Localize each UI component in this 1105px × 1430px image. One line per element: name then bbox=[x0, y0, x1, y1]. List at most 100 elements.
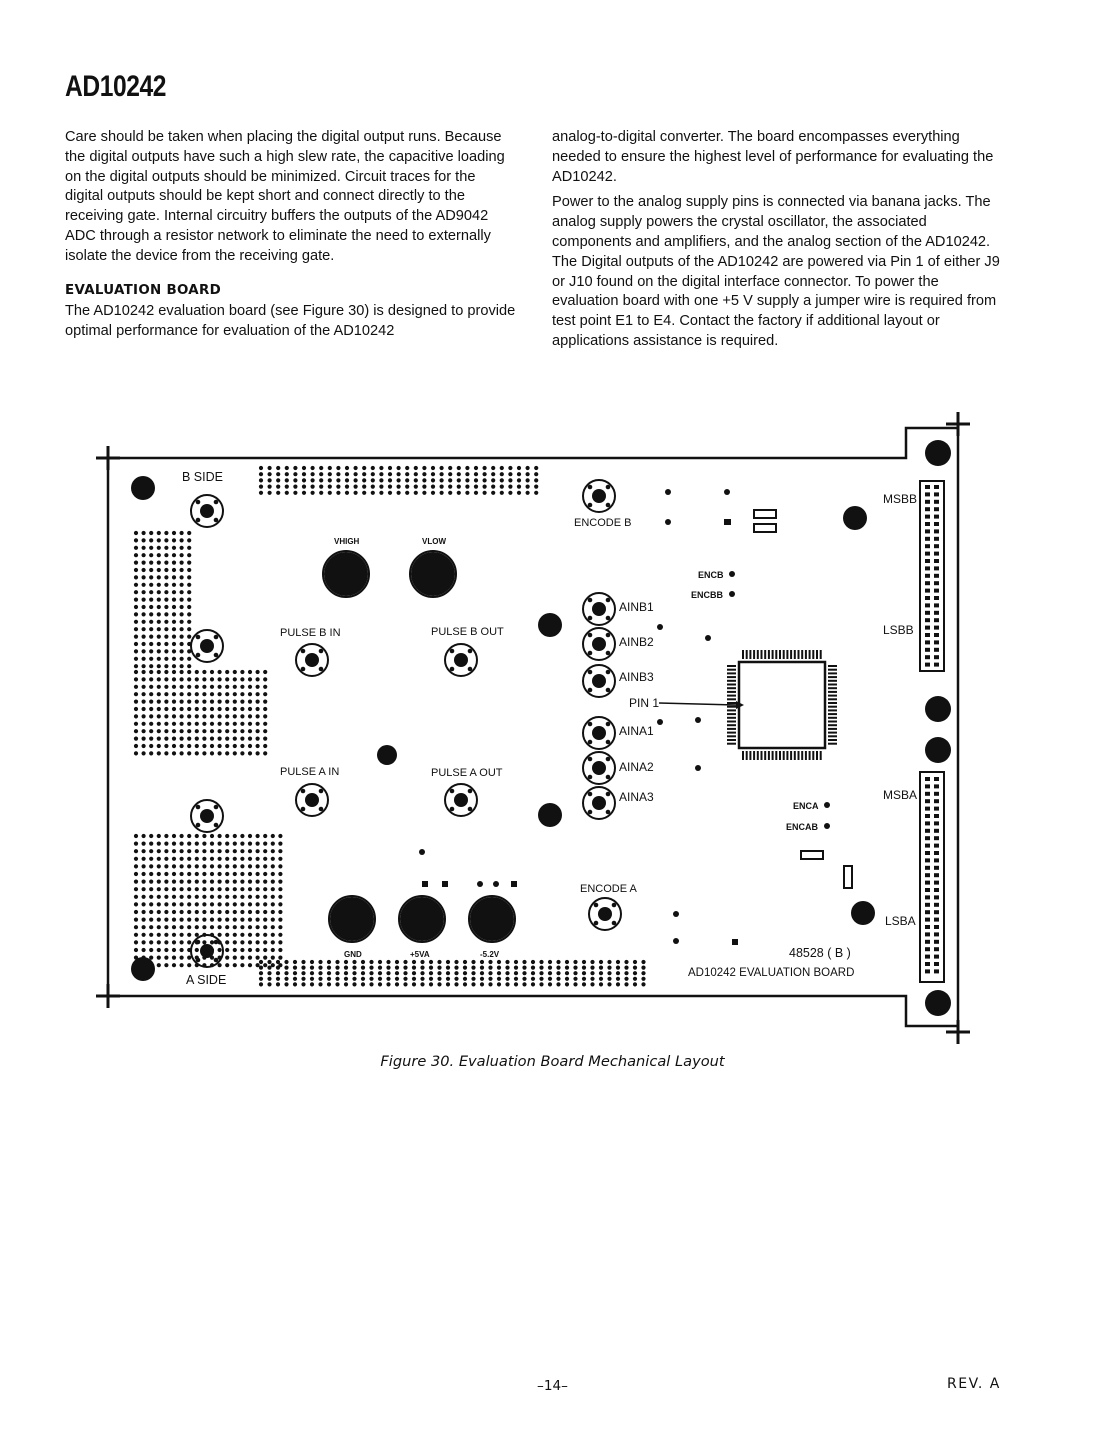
grid-hole bbox=[194, 894, 199, 899]
grid-hole bbox=[187, 706, 192, 712]
board-number: 48528 ( B ) bbox=[789, 946, 851, 960]
grid-hole bbox=[581, 971, 587, 976]
grid-hole bbox=[564, 971, 570, 976]
grid-hole bbox=[270, 940, 275, 945]
grid-hole bbox=[581, 959, 587, 965]
grid-hole bbox=[179, 940, 184, 945]
grid-hole bbox=[149, 751, 154, 756]
sma-connector-center bbox=[305, 793, 319, 807]
grid-hole bbox=[439, 478, 444, 483]
grid-hole bbox=[149, 597, 154, 602]
grid-hole bbox=[194, 902, 199, 907]
connector-pin bbox=[925, 821, 930, 826]
grid-hole bbox=[133, 721, 139, 726]
grid-hole bbox=[255, 925, 260, 930]
connector-pin bbox=[925, 485, 930, 489]
grid-hole bbox=[217, 887, 222, 892]
grid-hole bbox=[362, 484, 367, 489]
grid-hole bbox=[179, 963, 184, 968]
grid-hole bbox=[240, 677, 245, 682]
adc-pin bbox=[760, 751, 763, 760]
grid-hole bbox=[171, 864, 177, 869]
grid-hole bbox=[164, 677, 169, 682]
grid-hole bbox=[263, 751, 268, 756]
grid-hole bbox=[164, 917, 169, 922]
grid-hole bbox=[164, 560, 169, 565]
grid-hole bbox=[156, 567, 161, 573]
grid-hole bbox=[428, 959, 434, 965]
sma-connector-pin bbox=[195, 634, 201, 640]
connector-pin bbox=[934, 640, 939, 645]
grid-hole bbox=[632, 971, 638, 976]
grid-hole bbox=[319, 465, 324, 471]
sma-connector-ring bbox=[582, 786, 616, 820]
grid-hole bbox=[217, 902, 222, 907]
connector-pin bbox=[934, 925, 939, 929]
grid-hole bbox=[202, 669, 207, 675]
adc-pin bbox=[828, 683, 837, 686]
grid-hole bbox=[164, 669, 169, 675]
grid-hole bbox=[278, 940, 283, 945]
connector-pin bbox=[925, 588, 930, 593]
grid-hole bbox=[263, 692, 268, 697]
grid-hole bbox=[209, 871, 215, 877]
adc-pin bbox=[828, 735, 837, 738]
grid-hole bbox=[513, 976, 519, 981]
grid-hole bbox=[171, 963, 177, 968]
adc-pin bbox=[782, 751, 785, 760]
adc-pin bbox=[760, 650, 763, 659]
grid-hole bbox=[547, 982, 553, 987]
grid-hole bbox=[624, 959, 629, 965]
grid-hole bbox=[149, 721, 154, 726]
grid-hole bbox=[284, 478, 289, 483]
grid-hole bbox=[156, 560, 161, 565]
sma-connector-center bbox=[598, 907, 612, 921]
sma-connector-pin bbox=[300, 666, 306, 672]
grid-hole bbox=[202, 856, 207, 861]
grid-hole bbox=[156, 553, 161, 558]
grid-hole bbox=[217, 947, 222, 953]
grid-hole bbox=[263, 963, 268, 968]
connector-pin bbox=[934, 633, 939, 637]
grid-hole bbox=[479, 976, 485, 981]
grid-hole bbox=[448, 478, 453, 483]
pulse-a-in-label: PULSE A IN bbox=[280, 766, 339, 778]
grid-hole bbox=[278, 902, 283, 907]
adc-pin bbox=[727, 676, 736, 679]
grid-hole bbox=[133, 597, 139, 602]
grid-hole bbox=[133, 560, 139, 565]
grid-hole bbox=[187, 887, 192, 892]
grid-hole bbox=[202, 887, 207, 892]
grid-hole bbox=[133, 545, 139, 550]
grid-hole bbox=[353, 465, 358, 471]
adc-pin bbox=[808, 751, 811, 760]
grid-hole bbox=[133, 743, 139, 749]
sma-connector-pin bbox=[587, 502, 593, 508]
grid-hole bbox=[141, 706, 146, 712]
adc-pin bbox=[745, 650, 748, 659]
grid-hole bbox=[156, 751, 161, 756]
grid-hole bbox=[156, 612, 161, 617]
grid-hole bbox=[217, 699, 222, 704]
grid-hole bbox=[411, 976, 417, 981]
grid-hole bbox=[194, 887, 199, 892]
grid-hole bbox=[240, 955, 245, 960]
grid-hole bbox=[194, 706, 199, 712]
grid-hole bbox=[187, 553, 192, 558]
grid-hole bbox=[171, 567, 177, 573]
grid-hole bbox=[379, 484, 384, 489]
connector-pin bbox=[925, 581, 930, 586]
grid-hole bbox=[445, 965, 451, 970]
grid-hole bbox=[615, 971, 621, 976]
grid-hole bbox=[179, 604, 184, 610]
grid-hole bbox=[547, 971, 553, 976]
grid-hole bbox=[370, 490, 375, 495]
grid-hole bbox=[403, 971, 408, 976]
grid-hole bbox=[149, 538, 154, 543]
grid-hole bbox=[133, 932, 139, 937]
grid-hole bbox=[232, 729, 237, 734]
grid-hole bbox=[240, 963, 245, 968]
connector-pin bbox=[934, 895, 939, 900]
grid-hole bbox=[141, 917, 146, 922]
connector-pin bbox=[934, 581, 939, 586]
